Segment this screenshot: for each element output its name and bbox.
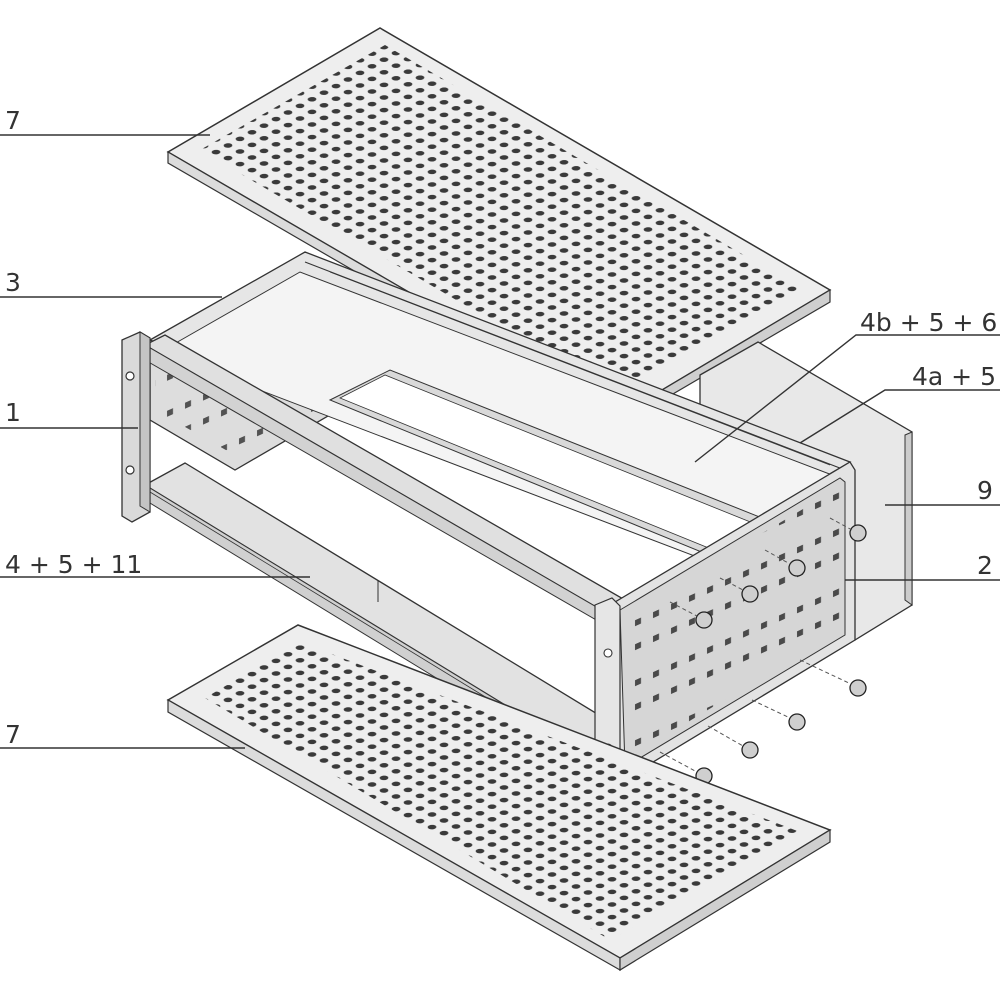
callout-label-bottom-cover: 7 [5, 720, 21, 749]
screws [659, 517, 867, 785]
callout-label-rear-frame: 3 [5, 268, 21, 297]
bottom-cover-plate [166, 624, 832, 972]
callout-label-lower-rails: 4 + 5 + 11 [5, 550, 143, 579]
side-panel-plate [594, 461, 856, 801]
callout-label-top-cover: 7 [5, 106, 21, 135]
callout-label-front-panel: 1 [5, 398, 21, 427]
leader-lines [0, 134, 1000, 749]
front-panel-flange [121, 331, 151, 523]
callout-label-upper-front-rails: 4a + 5 [912, 362, 996, 391]
callout-label-side-panel: 2 [977, 551, 993, 580]
callout-label-rear-cover: 9 [977, 476, 993, 505]
callout-label-upper-rear-rails: 4b + 5 + 6 [860, 308, 998, 337]
